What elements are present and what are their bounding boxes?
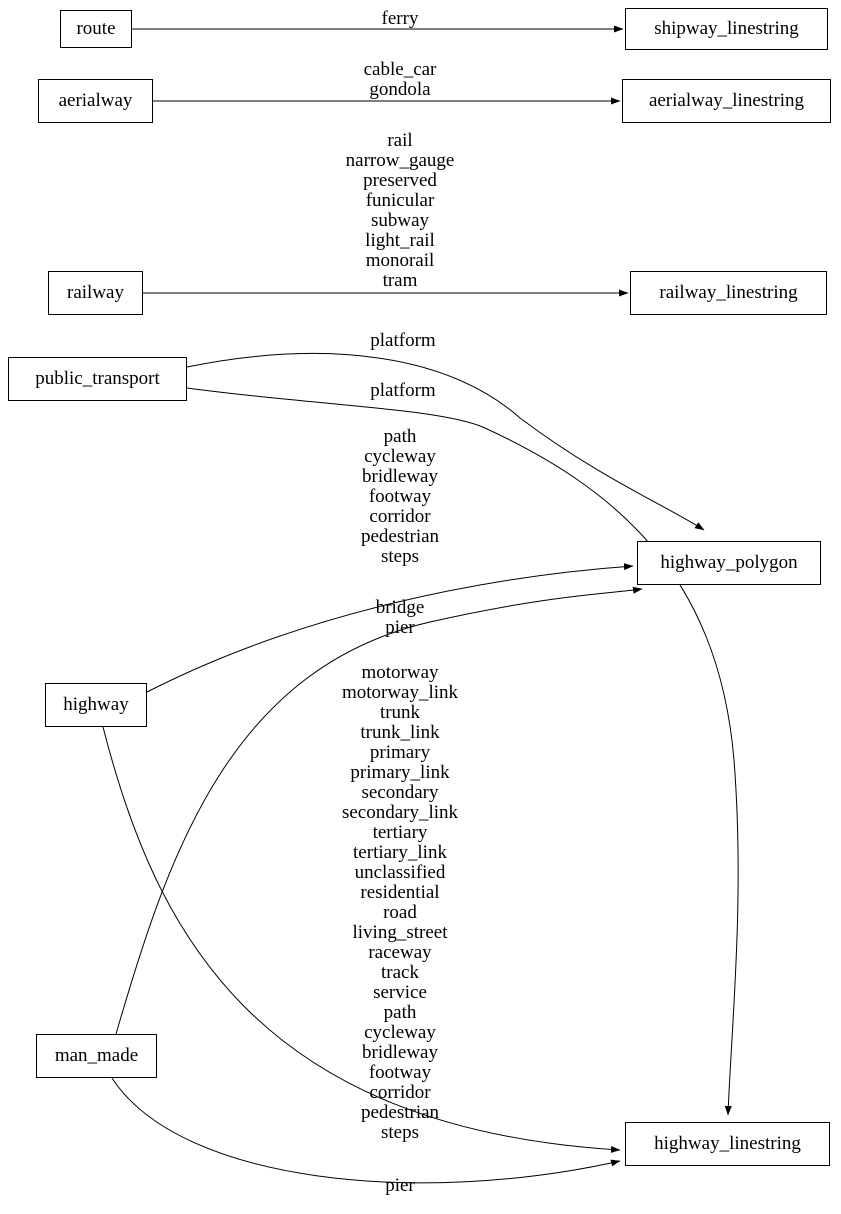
edge-label-railway: rail narrow_gauge preserved funicular su… <box>345 130 455 291</box>
edge-man-made-to-highway-polygon <box>115 586 643 1035</box>
edge-label-man-made-polygon: bridge pier <box>375 597 425 638</box>
edge-highway-to-highway-linestring <box>102 726 621 1153</box>
edge-man-made-to-highway-linestring <box>111 1077 621 1184</box>
node-railway: railway <box>48 271 143 315</box>
edge-highway-to-highway-polygon <box>146 563 634 693</box>
edge-label-man-made-linestring: pier <box>385 1175 415 1196</box>
node-highway-polygon: highway_polygon <box>637 541 821 585</box>
node-shipway-linestring: shipway_linestring <box>625 8 828 50</box>
node-aerialway-linestring: aerialway_linestring <box>622 79 831 123</box>
node-aerialway: aerialway <box>38 79 153 123</box>
node-railway-linestring: railway_linestring <box>630 271 827 315</box>
edge-label-aerialway: cable_car gondola <box>363 59 437 100</box>
node-route: route <box>60 10 132 48</box>
node-highway-linestring: highway_linestring <box>625 1122 830 1166</box>
edge-label-route-shipway: ferry <box>381 8 419 29</box>
node-man-made: man_made <box>36 1034 157 1078</box>
edge-public-transport-to-highway-polygon <box>186 352 705 531</box>
node-highway: highway <box>45 683 147 727</box>
edge-label-highway-polygon: path cycleway bridleway footway corridor… <box>360 426 440 567</box>
edge-label-public-transport-polygon: platform <box>370 330 436 351</box>
edge-label-public-transport-linestring: platform <box>370 380 436 401</box>
node-public-transport: public_transport <box>8 357 187 401</box>
edge-label-highway-linestring: motorway motorway_link trunk trunk_link … <box>341 662 459 1143</box>
